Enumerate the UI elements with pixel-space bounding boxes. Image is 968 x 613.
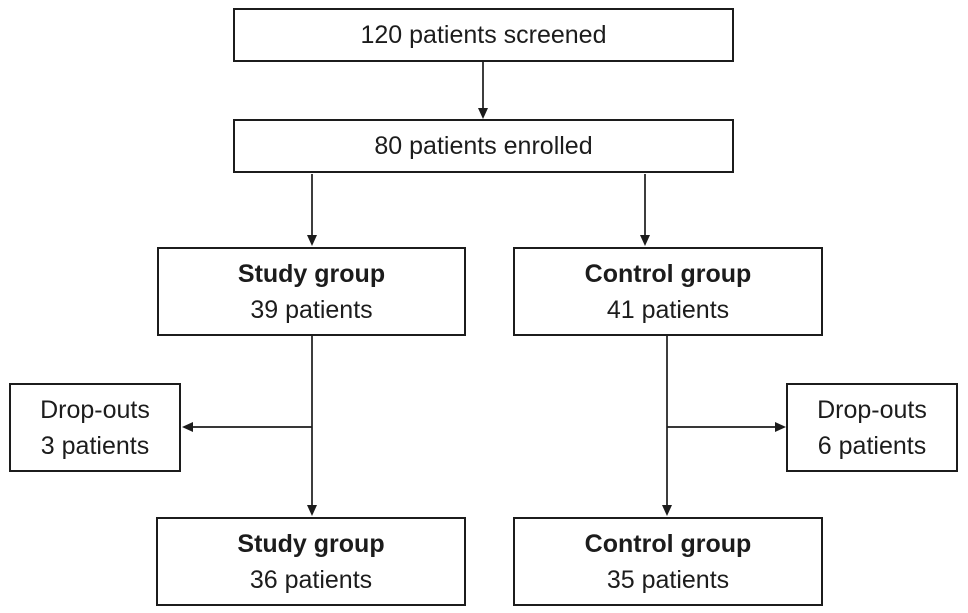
study-group-final-count: 36 patients	[249, 565, 373, 594]
arrowhead-down-control-final	[662, 505, 672, 516]
study-group-initial-count: 39 patients	[250, 295, 373, 324]
node-control-group-final: Control group 35 patients	[513, 517, 823, 606]
control-group-final-count: 35 patients	[606, 565, 730, 594]
control-group-final-title: Control group	[584, 529, 752, 558]
node-study-dropouts: Drop-outs 3 patients	[9, 383, 181, 472]
control-dropouts-title: Drop-outs	[817, 395, 927, 424]
arrowhead-down-study-final	[307, 505, 317, 516]
study-group-initial-title: Study group	[237, 259, 386, 288]
arrowhead-down-control-initial	[640, 235, 650, 246]
node-patients-screened: 120 patients screened	[233, 8, 734, 62]
arrowhead-left-study-dropouts	[182, 422, 193, 432]
node-study-group-final: Study group 36 patients	[156, 517, 466, 606]
control-group-initial-count: 41 patients	[606, 295, 730, 324]
patients-enrolled-label: 80 patients enrolled	[374, 132, 593, 160]
node-patients-enrolled: 80 patients enrolled	[233, 119, 734, 173]
study-group-final-title: Study group	[237, 529, 385, 558]
node-control-dropouts: Drop-outs 6 patients	[786, 383, 958, 472]
node-control-group-initial: Control group 41 patients	[513, 247, 823, 336]
arrowhead-down-enrolled	[478, 108, 488, 119]
arrowhead-right-control-dropouts	[775, 422, 786, 432]
arrowhead-down-study-initial	[307, 235, 317, 246]
patients-screened-label: 120 patients screened	[360, 21, 607, 49]
study-dropouts-count: 3 patients	[40, 431, 150, 460]
node-study-group-initial: Study group 39 patients	[157, 247, 466, 336]
control-group-initial-title: Control group	[584, 259, 752, 288]
study-dropouts-title: Drop-outs	[40, 395, 150, 424]
control-dropouts-count: 6 patients	[817, 431, 927, 460]
